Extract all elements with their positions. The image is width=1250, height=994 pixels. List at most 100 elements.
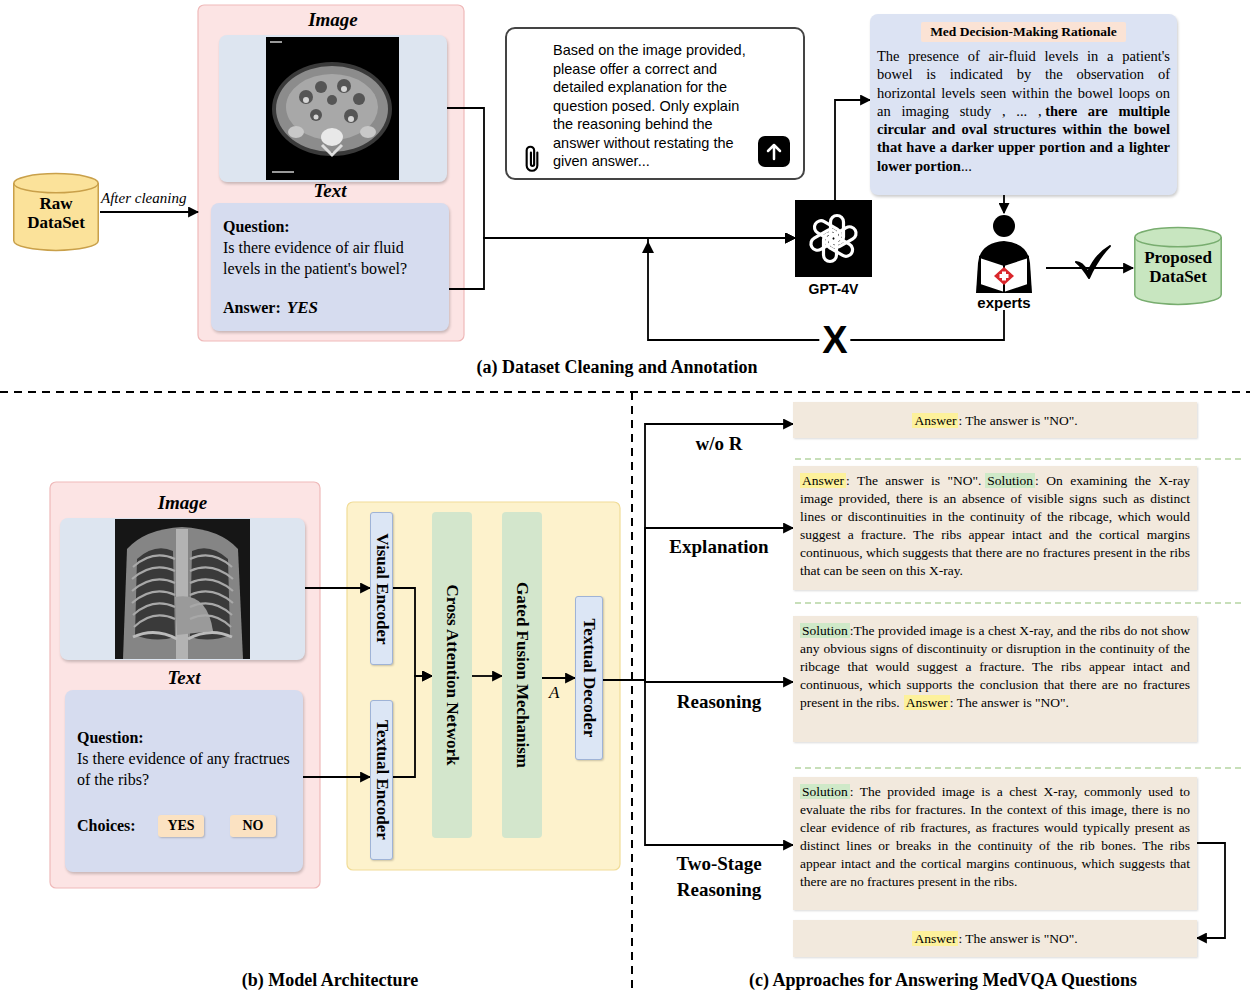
section-divider (631, 392, 633, 994)
expert-icon-part (976, 241, 1032, 293)
chest-xray-image-part (133, 632, 232, 639)
output-box: Solution: The provided image is a chest … (793, 777, 1197, 910)
approach-separator (795, 458, 1245, 460)
encoder-box: Visual Encoder (370, 512, 393, 665)
chest-xray-image-part (132, 555, 233, 627)
ct-scan-image-part-part (303, 97, 309, 103)
connector-arrow (603, 528, 793, 680)
connector-arrow (303, 776, 370, 778)
ct-scan-image-part (321, 128, 343, 146)
expert-icon-part (994, 267, 1014, 285)
chest-xray-image-part-part (190, 603, 232, 615)
output-box: Solution:The provided image is a chest X… (793, 616, 1197, 742)
node-label: experts (962, 294, 1046, 312)
output-text: : The answer is "NO". (950, 695, 1069, 710)
chest-xray-image-part-part (190, 591, 233, 603)
ct-scan-image-part-part (348, 116, 354, 122)
ct-scan-image-part-part (314, 115, 319, 120)
choice-chip: NO (230, 815, 276, 837)
edge-label: X (819, 321, 850, 359)
ct-scan-image-part-part (344, 109, 358, 123)
rationale-title: Med Decision-Making Rationale (921, 22, 1126, 42)
gpt-logo-part (795, 200, 872, 277)
send-button (758, 136, 790, 167)
box-heading: Image (60, 492, 305, 514)
output-text: : The provided image is a chest X-ray, c… (800, 784, 1190, 889)
input-panel: ImageTextQuestion:Is there evidence of a… (198, 5, 464, 341)
tag-highlight: Answer (912, 413, 958, 428)
ct-scan-image-part (288, 126, 304, 138)
rationale-box: Med Decision-Making RationaleThe presenc… (870, 14, 1177, 195)
database-cylinder-shape-part (1135, 237, 1221, 247)
component-name: Textual Encoder (372, 720, 392, 840)
ct-scan-image-part-part (310, 109, 322, 121)
model-box: GPT-4V (795, 200, 872, 300)
field-label: Answer: (223, 299, 281, 316)
component-name: Visual Encoder (372, 533, 392, 644)
ct-scan-image-part (303, 86, 354, 122)
encoder-box: Textual Encoder (370, 700, 393, 860)
prompt-box: Based on the image provided, please offe… (505, 27, 805, 180)
approach-separator (795, 602, 1245, 604)
connector-arrow (603, 680, 793, 845)
chest-xray-image-part-part (132, 591, 175, 603)
figure-caption: (c) Approaches for Answering MedVQA Ques… (749, 970, 1137, 990)
ct-scan-image-part (322, 145, 342, 155)
edge-label: Two-Stage Reasoning (657, 851, 781, 903)
text-box: TextQuestion:Is there evidence of any fr… (65, 690, 303, 872)
box-heading: Image (219, 9, 447, 31)
chest-xray-image-part-part (190, 567, 233, 579)
fusion-box: Gated Fusion Mechanism (502, 512, 542, 838)
attach-icon (521, 143, 543, 175)
connector-arrow (1197, 843, 1225, 938)
figure-caption: (b) Model Architecture (242, 970, 418, 990)
chest-xray-image-part (176, 529, 188, 659)
chest-xray-image-part-part (190, 579, 233, 591)
question-text: Is there evidence of any fractrues of th… (77, 748, 291, 790)
choice-text: NO (230, 815, 276, 837)
input-panel: ImageTextQuestion:Is there evidence of a… (50, 482, 320, 888)
panel-background (198, 5, 464, 341)
choice-chip: YES (158, 815, 204, 837)
edge-label: w/o R (696, 431, 743, 457)
output-text: : On examining the X-ray image provided,… (800, 473, 1190, 578)
text-box: TextQuestion:Is there evidence of air fl… (211, 203, 449, 331)
connector-arrow (1003, 195, 1005, 213)
output-text: : The answer is "NO". (958, 931, 1077, 946)
tag-highlight: Answer (800, 473, 846, 488)
expert-icon-part (993, 215, 1015, 237)
ct-scan-image-part (299, 79, 365, 123)
database-cylinder: Raw DataSet (12, 172, 100, 252)
expert-node: experts (962, 213, 1046, 310)
node-label: Raw DataSet (12, 172, 100, 232)
approach-separator (795, 767, 1245, 769)
connector-arrow (603, 424, 793, 680)
connector-arrow (100, 211, 198, 213)
ct-scan-image-part (360, 126, 376, 138)
connector-arrow (393, 676, 432, 777)
connector-arrow (305, 587, 370, 589)
chest-xray-image-part-part (190, 555, 232, 567)
tag-highlight: Solution (985, 473, 1035, 488)
ct-scan-image (266, 37, 399, 180)
feedback-arrowhead (642, 241, 654, 253)
fusion-box: Cross Attention Network (432, 512, 472, 838)
edge-label: Reasoning (677, 689, 761, 715)
box-heading: Text (65, 667, 303, 689)
connector-arrow (835, 100, 870, 200)
output-text: : The answer is "NO". (958, 413, 1077, 428)
node-label: Proposed DataSet (1133, 226, 1223, 286)
ct-scan-image-part (276, 66, 388, 152)
output-box: Answer: The answer is "NO". (793, 402, 1197, 438)
chest-xray-image-part-part (132, 579, 175, 591)
answer-text: YES (287, 298, 318, 317)
output-box: Answer: The answer is "NO". (793, 920, 1197, 957)
ct-scan-image-part (272, 171, 294, 173)
ct-scan-image-part-part (353, 93, 365, 105)
attach-icon-part (527, 147, 538, 171)
connector-arrow (542, 677, 575, 679)
chest-xray-image (115, 519, 250, 659)
chest-xray-image-part-part (134, 615, 175, 627)
